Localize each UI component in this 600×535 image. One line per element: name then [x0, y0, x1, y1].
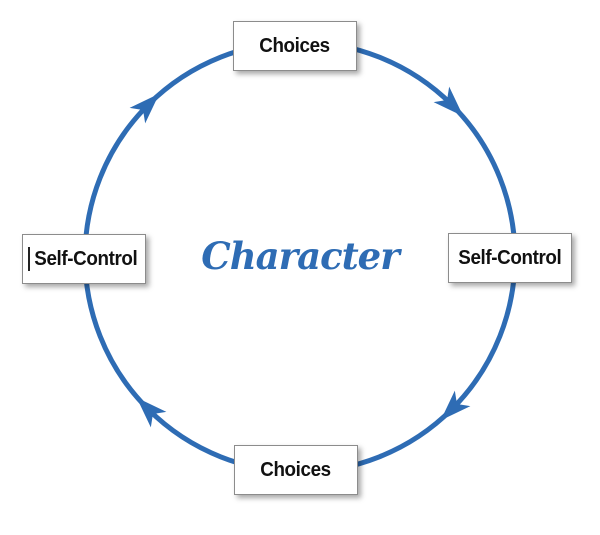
node-choices-bottom-label: Choices	[260, 458, 332, 481]
node-self-control-left-label: Self-Control	[33, 247, 138, 270]
node-choices-bottom: Choices	[234, 445, 358, 495]
node-self-control-right: Self-Control	[448, 233, 572, 283]
node-self-control-left: Self-Control	[22, 234, 146, 284]
arrowhead-top-right-icon	[433, 86, 464, 117]
arrowhead-top-left-icon	[129, 93, 160, 124]
cycle-arrowheads	[129, 86, 471, 428]
node-choices-top-label: Choices	[259, 34, 331, 57]
node-self-control-right-label: Self-Control	[458, 246, 562, 269]
center-label: Character	[201, 234, 399, 279]
node-choices-top: Choices	[233, 21, 357, 71]
arrowhead-bottom-right-icon	[440, 390, 471, 421]
text-caret	[27, 247, 30, 271]
arrowhead-bottom-left-icon	[136, 397, 167, 428]
